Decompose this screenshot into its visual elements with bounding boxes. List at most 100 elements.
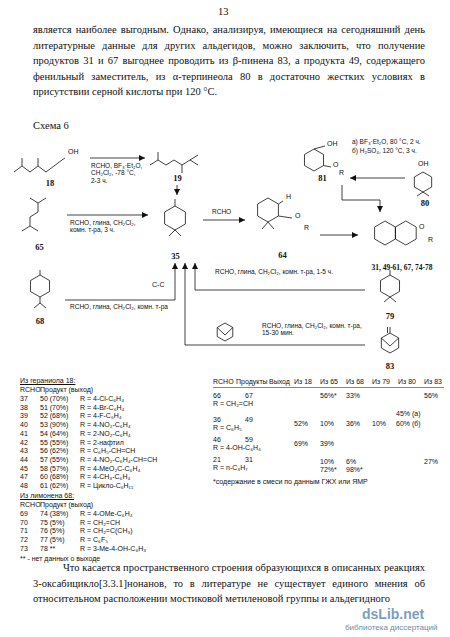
structure-bond <box>278 216 292 218</box>
body-paragraph: Что касается пространственного строения … <box>33 560 425 607</box>
table-cell: 55 (55%) <box>40 439 68 447</box>
reaction-condition: RCHO, глина, CH₂Cl₂, комн. т-ра, 3 ч. <box>70 219 146 234</box>
table-cell: 69 <box>20 510 28 518</box>
compound-number: 19 <box>173 174 182 185</box>
compound: 80 <box>405 162 445 210</box>
structure-bond <box>258 198 279 222</box>
structure-bond <box>150 160 198 165</box>
compound-number: 64 <box>278 251 287 262</box>
table-cell: 39% <box>320 440 334 448</box>
table-cell: 66 <box>213 392 221 400</box>
structure-bond <box>22 158 23 166</box>
table-cell: R = 3-Me-4-OH-C₆H₃ <box>80 545 146 553</box>
table-cell: 56%* <box>320 392 337 400</box>
compound: 79 <box>365 268 415 323</box>
table-cell: 51 (70%) <box>40 404 68 412</box>
reaction-arrow <box>342 185 380 212</box>
atom-label: O <box>333 161 338 168</box>
table-cell: R = 4-F-C₆H₄ <box>80 412 122 420</box>
reaction-condition: RCHO, глина, CH₂Cl₂, комн. т-ра, 1-5 ч. <box>215 268 360 275</box>
reaction-arrow <box>177 185 178 195</box>
structure-bond <box>40 270 41 275</box>
table-cell: R = 4-MeO₂C-C₆H₄ <box>80 465 140 473</box>
table-cell: R = C₆H₅-CH=CH <box>80 447 135 455</box>
structure-bond <box>384 297 390 302</box>
reaction-arrow <box>65 263 175 300</box>
table-cell: 52 (68%) <box>40 412 68 420</box>
table-cell: 74 (38%) <box>40 510 68 518</box>
reaction-condition: б) H₂SO₄, 120 °C, 3 ч. <box>352 147 417 154</box>
table-cell: 10% <box>320 420 334 428</box>
reaction-condition: RCHO <box>212 208 242 215</box>
table-cell: 31 <box>245 456 253 464</box>
reaction-arrow <box>90 158 145 159</box>
table-cell: 60 (68%) <box>40 473 68 481</box>
table-rule <box>213 387 444 388</box>
reaction-condition: а) BF₃·Et₂O, 80 °C, 2 ч. <box>352 138 447 145</box>
table-cell: 10% <box>320 458 334 466</box>
table-cell: Из 79 <box>372 378 390 386</box>
table-cell: R = CH₂=CH <box>80 519 120 527</box>
table-cell: 36% <box>346 420 360 428</box>
table-cell: 45% (а) <box>396 410 421 418</box>
compound: 65 <box>12 192 67 254</box>
structure-bond <box>423 192 429 196</box>
compound: 68 <box>15 268 65 328</box>
table-cell: 60% (б) <box>396 420 421 428</box>
structure-bond <box>38 158 39 166</box>
table-cell: 43 <box>20 447 28 455</box>
table-cell: 42 <box>20 439 28 447</box>
structure-bond <box>375 221 396 245</box>
compound-number: 79 <box>386 312 395 323</box>
table-cell: R = 2-NO₂-C₆H₄ <box>80 430 131 438</box>
compound: 81 <box>295 138 350 185</box>
compound: 35 <box>148 195 203 263</box>
table-cell: 41 <box>20 430 28 438</box>
table-cell: *содержание в смеси по данным ГЖХ или ЯМ… <box>213 478 368 486</box>
structure-bond <box>30 198 38 231</box>
table-cell: R = 4-NO₂-C₆H₄ <box>80 421 131 429</box>
structure-bond <box>268 222 274 229</box>
compound-number: 35 <box>171 252 180 263</box>
structure-bond <box>182 165 183 173</box>
table-cell: RCHO <box>213 378 234 386</box>
table-cell: R = 4-Br-C₆H₄ <box>80 404 124 412</box>
table-cell: 61 (62%) <box>40 482 68 490</box>
reaction-arrow <box>350 178 405 179</box>
table-cell: 47 <box>20 473 28 481</box>
structure-bond <box>217 328 233 336</box>
atom-label: OH <box>327 140 338 147</box>
table-cell: 77 (5%) <box>40 536 65 544</box>
body-paragraph: является наиболее выгодным. Однако, анал… <box>33 22 425 100</box>
table-cell: 71 <box>20 527 28 535</box>
table-cell: Выход <box>269 378 290 386</box>
table-cell: R = n-C₃H₇ <box>213 464 248 472</box>
structure-bond <box>381 338 398 346</box>
table-cell: 45 <box>20 465 28 473</box>
compound-number: 18 <box>46 179 55 190</box>
table-cell: 52% <box>294 420 308 428</box>
table-cell: 72%* <box>320 466 337 474</box>
atom-label: R <box>304 224 309 231</box>
watermark: библиотека диссертаций <box>345 623 437 632</box>
table-cell: 46 <box>213 436 221 444</box>
table-cell: 50 (70%) <box>40 395 68 403</box>
scheme-heading: Схема 6 <box>33 120 69 131</box>
table-cell: R = 4-Cl-C₆H₄ <box>80 395 124 403</box>
structure-bond <box>217 323 233 341</box>
table-cell: 75 (5%) <box>40 519 65 527</box>
table-cell: 33% <box>346 392 360 400</box>
compound-number: 68 <box>36 317 45 328</box>
table-cell: 38 <box>20 404 28 412</box>
table-cell: 76 (5%) <box>40 527 65 535</box>
reaction-condition: RCHO, глина, CH₂Cl₂, комн. т-ра <box>70 303 170 310</box>
structure-bond <box>169 230 175 236</box>
table-cell: Продукт (выход) <box>40 501 93 509</box>
table-cell: 98%* <box>346 466 363 474</box>
table-cell: 70 <box>20 519 28 527</box>
compound-number: 65 <box>35 243 44 254</box>
table-cell: Из 68 <box>346 378 364 386</box>
table-cell: 54 (64%) <box>40 430 68 438</box>
structure-bond <box>40 303 46 308</box>
compound-number: 80 <box>421 199 430 210</box>
